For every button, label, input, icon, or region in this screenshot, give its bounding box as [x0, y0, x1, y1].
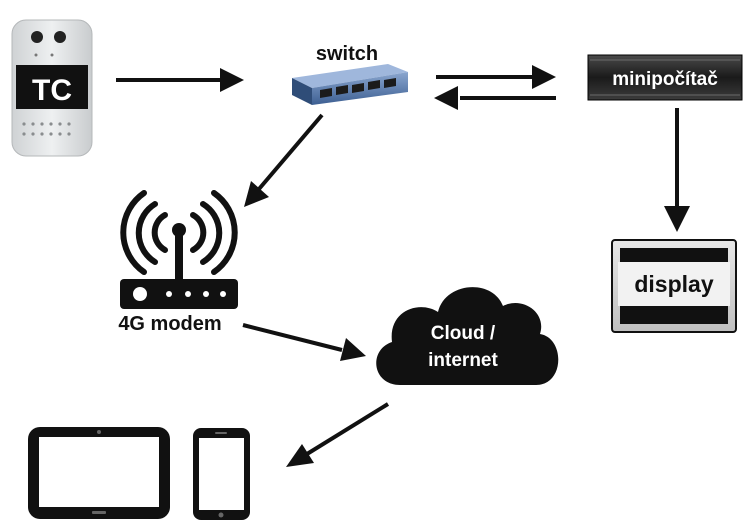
- tc-label: TC: [32, 74, 72, 107]
- minipc-node: minipočítač: [587, 54, 743, 101]
- arrow-switch-to-modem: [244, 113, 324, 207]
- arrow-modem-to-cloud: [242, 323, 366, 361]
- network-switch-icon: [292, 64, 408, 105]
- wifi-router-icon: [120, 190, 238, 309]
- arrow-minipc-to-switch: [434, 86, 556, 110]
- modem-label: 4G modem: [118, 313, 221, 335]
- arrow-switch-to-minipc: [436, 65, 556, 89]
- arrow-tc-to-switch: [116, 68, 244, 92]
- arrow-minipc-to-display: [664, 108, 690, 232]
- phone-device: [193, 428, 250, 520]
- minipc-label: minipočítač: [612, 69, 718, 90]
- tablet-device: [28, 427, 170, 519]
- display-label: display: [634, 271, 713, 297]
- cloud-label-line2: internet: [428, 350, 498, 371]
- arrow-cloud-to-devices: [286, 402, 390, 467]
- cloud-icon: [376, 287, 559, 385]
- display-node: display: [611, 239, 737, 333]
- switch-label: switch: [316, 43, 378, 65]
- modem-node: 4G modem: [118, 190, 238, 335]
- arrows: [116, 65, 690, 467]
- monitor-icon: [611, 239, 737, 333]
- tc-device: TC: [11, 19, 93, 157]
- mini-pc-icon: [587, 54, 743, 101]
- cloud-label-line1: Cloud /: [431, 323, 496, 344]
- switch-node: switch: [292, 43, 408, 105]
- cloud-node: Cloud / internet: [376, 287, 559, 385]
